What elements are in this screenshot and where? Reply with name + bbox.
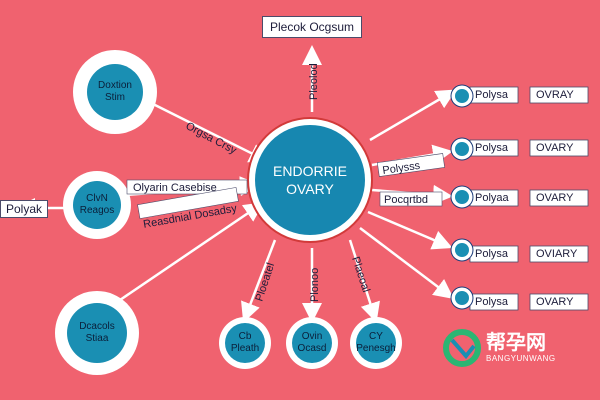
right-row-5-right: OVARY bbox=[536, 296, 574, 308]
left-node-1-label: Doxtion Stim bbox=[98, 80, 132, 103]
arrow-bottom-right bbox=[348, 239, 380, 323]
arrow-label-mid-top: Olyarin Casebise bbox=[133, 182, 217, 194]
left-node-3-label: Dcacols Stiaa bbox=[79, 321, 115, 344]
left-node-3-core bbox=[67, 303, 127, 363]
arrow-label-bottom-center: Plonoo bbox=[309, 268, 321, 302]
center-node-label: ENDORRIE OVARY bbox=[273, 163, 347, 197]
bottom-node-3-label: CY Penesgh bbox=[356, 331, 396, 354]
bottom-nodes bbox=[219, 317, 402, 369]
arrow-right-4 bbox=[367, 210, 453, 250]
watermark: 帮孕网 BANGYUNWANG bbox=[480, 332, 556, 363]
arrow-bottom-left bbox=[241, 239, 277, 323]
left-node-2-label: ClvN Reagos bbox=[79, 193, 115, 216]
right-row-2-left: Polysa bbox=[475, 142, 509, 154]
center-core bbox=[255, 125, 365, 235]
bottom-node-2-core bbox=[292, 323, 332, 363]
arrow-label-right-b: Pocqrtbd bbox=[384, 194, 428, 206]
right-row-4-right: OVIARY bbox=[536, 248, 578, 260]
left-box: Polyak bbox=[0, 200, 48, 218]
right-nodes bbox=[450, 84, 589, 311]
watermark-sub: BANGYUNWANG bbox=[486, 354, 556, 363]
arrow-node3-center bbox=[119, 202, 265, 302]
watermark-main: 帮孕网 bbox=[486, 332, 546, 354]
left-nodes bbox=[55, 50, 157, 375]
bottom-node-3-core bbox=[356, 323, 396, 363]
right-row-1-left: Polysa bbox=[475, 89, 509, 101]
right-row-4-left: Polysa bbox=[475, 248, 509, 260]
arrow-right-1 bbox=[369, 89, 457, 142]
right-row-1-right: OVRAY bbox=[536, 89, 574, 101]
arrow-right-5 bbox=[359, 227, 454, 300]
left-box-label: Polyak bbox=[5, 202, 43, 216]
right-row-3-right: OVARY bbox=[536, 192, 574, 204]
top-box: Plecok Ocgsum bbox=[262, 16, 362, 38]
arrow-label-top-vertical: Pleolod bbox=[308, 63, 320, 100]
arrow-label-right-a: Polysss bbox=[382, 160, 422, 177]
bottom-node-1-label: Cb Pleath bbox=[230, 331, 260, 354]
right-row-3-left: Polyaa bbox=[475, 192, 509, 204]
bottom-node-2-label: Ovin Ocasd bbox=[297, 331, 327, 354]
top-box-label: Plecok Ocgsum bbox=[269, 20, 355, 34]
right-row-2-right: OVARY bbox=[536, 142, 574, 154]
right-row-5-left: Polysa bbox=[475, 296, 509, 308]
bottom-node-1-core bbox=[225, 323, 265, 363]
arrow-node1-center bbox=[144, 98, 270, 163]
watermark-logo-icon bbox=[443, 329, 481, 367]
left-node-1-core bbox=[87, 64, 143, 120]
left-node-2-core bbox=[73, 181, 121, 229]
